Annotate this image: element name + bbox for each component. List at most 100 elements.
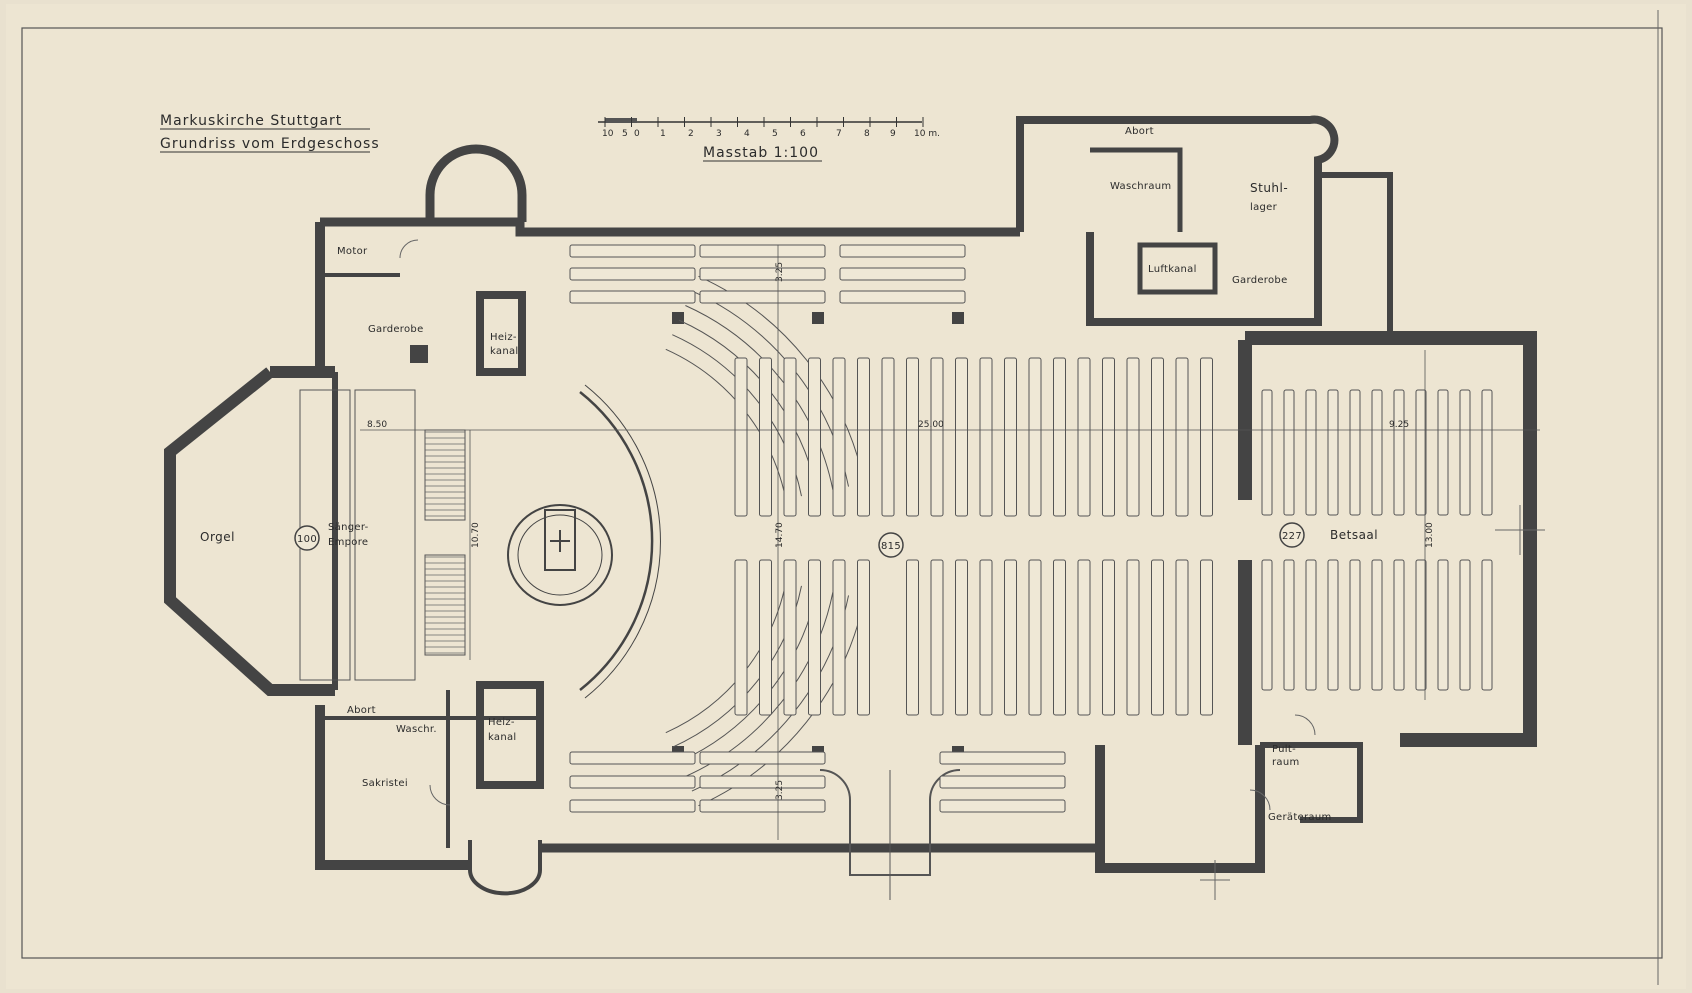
label-heizkanal-bottom-2: kanal [488, 732, 517, 743]
plan-title: Markuskirche Stuttgart [160, 113, 342, 129]
pew [857, 357, 870, 517]
betsaal-pew [1261, 559, 1273, 691]
side-pews [569, 244, 1066, 813]
side-pew [699, 751, 826, 765]
sheet-border [21, 27, 1663, 959]
scale-tick-label: 10 m. [914, 129, 940, 139]
label-geraeteraum: Geräteraum [1268, 812, 1332, 823]
pew [906, 559, 919, 716]
side-pew [569, 799, 696, 813]
pew [808, 559, 821, 716]
betsaal-pew [1283, 559, 1295, 691]
label-heizkanal-bottom-1: Heiz- [488, 717, 515, 728]
side-pew [699, 775, 826, 789]
dimension-label: 10.70 [471, 522, 481, 548]
scale-tick-label: 1 [660, 129, 666, 139]
side-pew [569, 290, 696, 304]
pew [783, 357, 797, 517]
label-pultraum-1: Pult- [1272, 744, 1296, 755]
betsaal-pew [1459, 389, 1471, 516]
pew [832, 559, 846, 716]
room-labels: Orgel Sänger- Empore Motor Garderobe Hei… [200, 126, 1378, 823]
side-pew [939, 775, 1066, 789]
betsaal-pew [1437, 559, 1449, 691]
pew [906, 357, 919, 517]
betsaal-pew [1371, 389, 1383, 516]
scale-tick-label: 3 [716, 129, 722, 139]
dimension-label: 25.00 [918, 420, 944, 430]
pew [808, 357, 821, 517]
betsaal-pew [1283, 389, 1295, 516]
pew [1151, 559, 1164, 716]
paper-background [6, 4, 1686, 989]
scale-tick-label: 2 [688, 129, 694, 139]
pew [734, 357, 748, 517]
pew [1077, 559, 1091, 716]
scale-tick-label: 7 [836, 129, 842, 139]
pew [955, 357, 968, 517]
dimension-lines [360, 245, 1540, 840]
side-pew [699, 244, 826, 258]
side-pew [699, 267, 826, 281]
pew [1077, 357, 1091, 517]
side-pew [839, 290, 966, 304]
label-stuhllager-1: Stuhl- [1250, 181, 1288, 195]
betsaal-pew [1261, 389, 1273, 516]
betsaal-pew [1349, 389, 1361, 516]
pew [1053, 357, 1066, 517]
betsaal-pew [1481, 559, 1493, 691]
dimension-labels: 8.50 25.00 9.25 10.70 14.70 13.00 3.25 3… [367, 262, 1435, 800]
pew [930, 559, 944, 716]
altar-area [507, 384, 661, 699]
pew [1102, 559, 1115, 716]
pew [734, 559, 748, 716]
room-number-betsaal: 227 [1282, 531, 1302, 542]
betsaal-pew [1327, 559, 1339, 691]
plan-subtitle: Grundriss vom Erdgeschoss [160, 136, 380, 152]
label-motor: Motor [337, 246, 368, 257]
pew [1175, 357, 1189, 517]
label-heizkanal-top-1: Heiz- [490, 332, 517, 343]
label-abort-left: Abort [347, 705, 376, 716]
side-pew [699, 799, 826, 813]
betsaal-pews [1261, 389, 1493, 691]
scale-tick-label: 4 [744, 129, 750, 139]
dimension-label: 14.70 [775, 522, 785, 548]
label-betsaal: Betsaal [1330, 528, 1378, 542]
scale-tick-label: 8 [864, 129, 870, 139]
pew [1200, 357, 1213, 517]
pew [955, 559, 968, 716]
room-number-nave: 815 [881, 541, 901, 552]
pew [1004, 559, 1017, 716]
dimension-label: 9.25 [1389, 420, 1409, 430]
pew [759, 559, 772, 716]
side-pew [569, 775, 696, 789]
dimension-label: 3.25 [775, 780, 785, 800]
walls [164, 115, 1537, 896]
label-garderobe-left: Garderobe [368, 324, 424, 335]
pew [1004, 357, 1017, 517]
pew [1053, 559, 1066, 716]
side-pew [839, 267, 966, 281]
label-saenger-empore-1: Sänger- [328, 522, 369, 533]
betsaal-pew [1415, 389, 1427, 516]
label-orgel: Orgel [200, 530, 235, 544]
betsaal-pew [1327, 389, 1339, 516]
title-block: Markuskirche Stuttgart Grundriss vom Erd… [160, 113, 380, 153]
label-abort-right: Abort [1125, 126, 1154, 137]
circled-numbers: 100 815 227 [294, 522, 1305, 558]
curved-pew-row [698, 598, 865, 807]
dimension-label: 3.25 [775, 262, 785, 282]
label-luftkanal: Luftkanal [1148, 264, 1197, 275]
scale-tick-label: 5 [772, 129, 778, 139]
pew [857, 559, 870, 716]
side-pew [569, 244, 696, 258]
side-pew [939, 751, 1066, 765]
betsaal-pew [1349, 559, 1361, 691]
label-stuhllager-2: lager [1250, 202, 1278, 213]
pew [1126, 357, 1140, 517]
betsaal-pew [1459, 559, 1471, 691]
pew [832, 357, 846, 517]
pew [1175, 559, 1189, 716]
dimension-label: 8.50 [367, 420, 387, 430]
